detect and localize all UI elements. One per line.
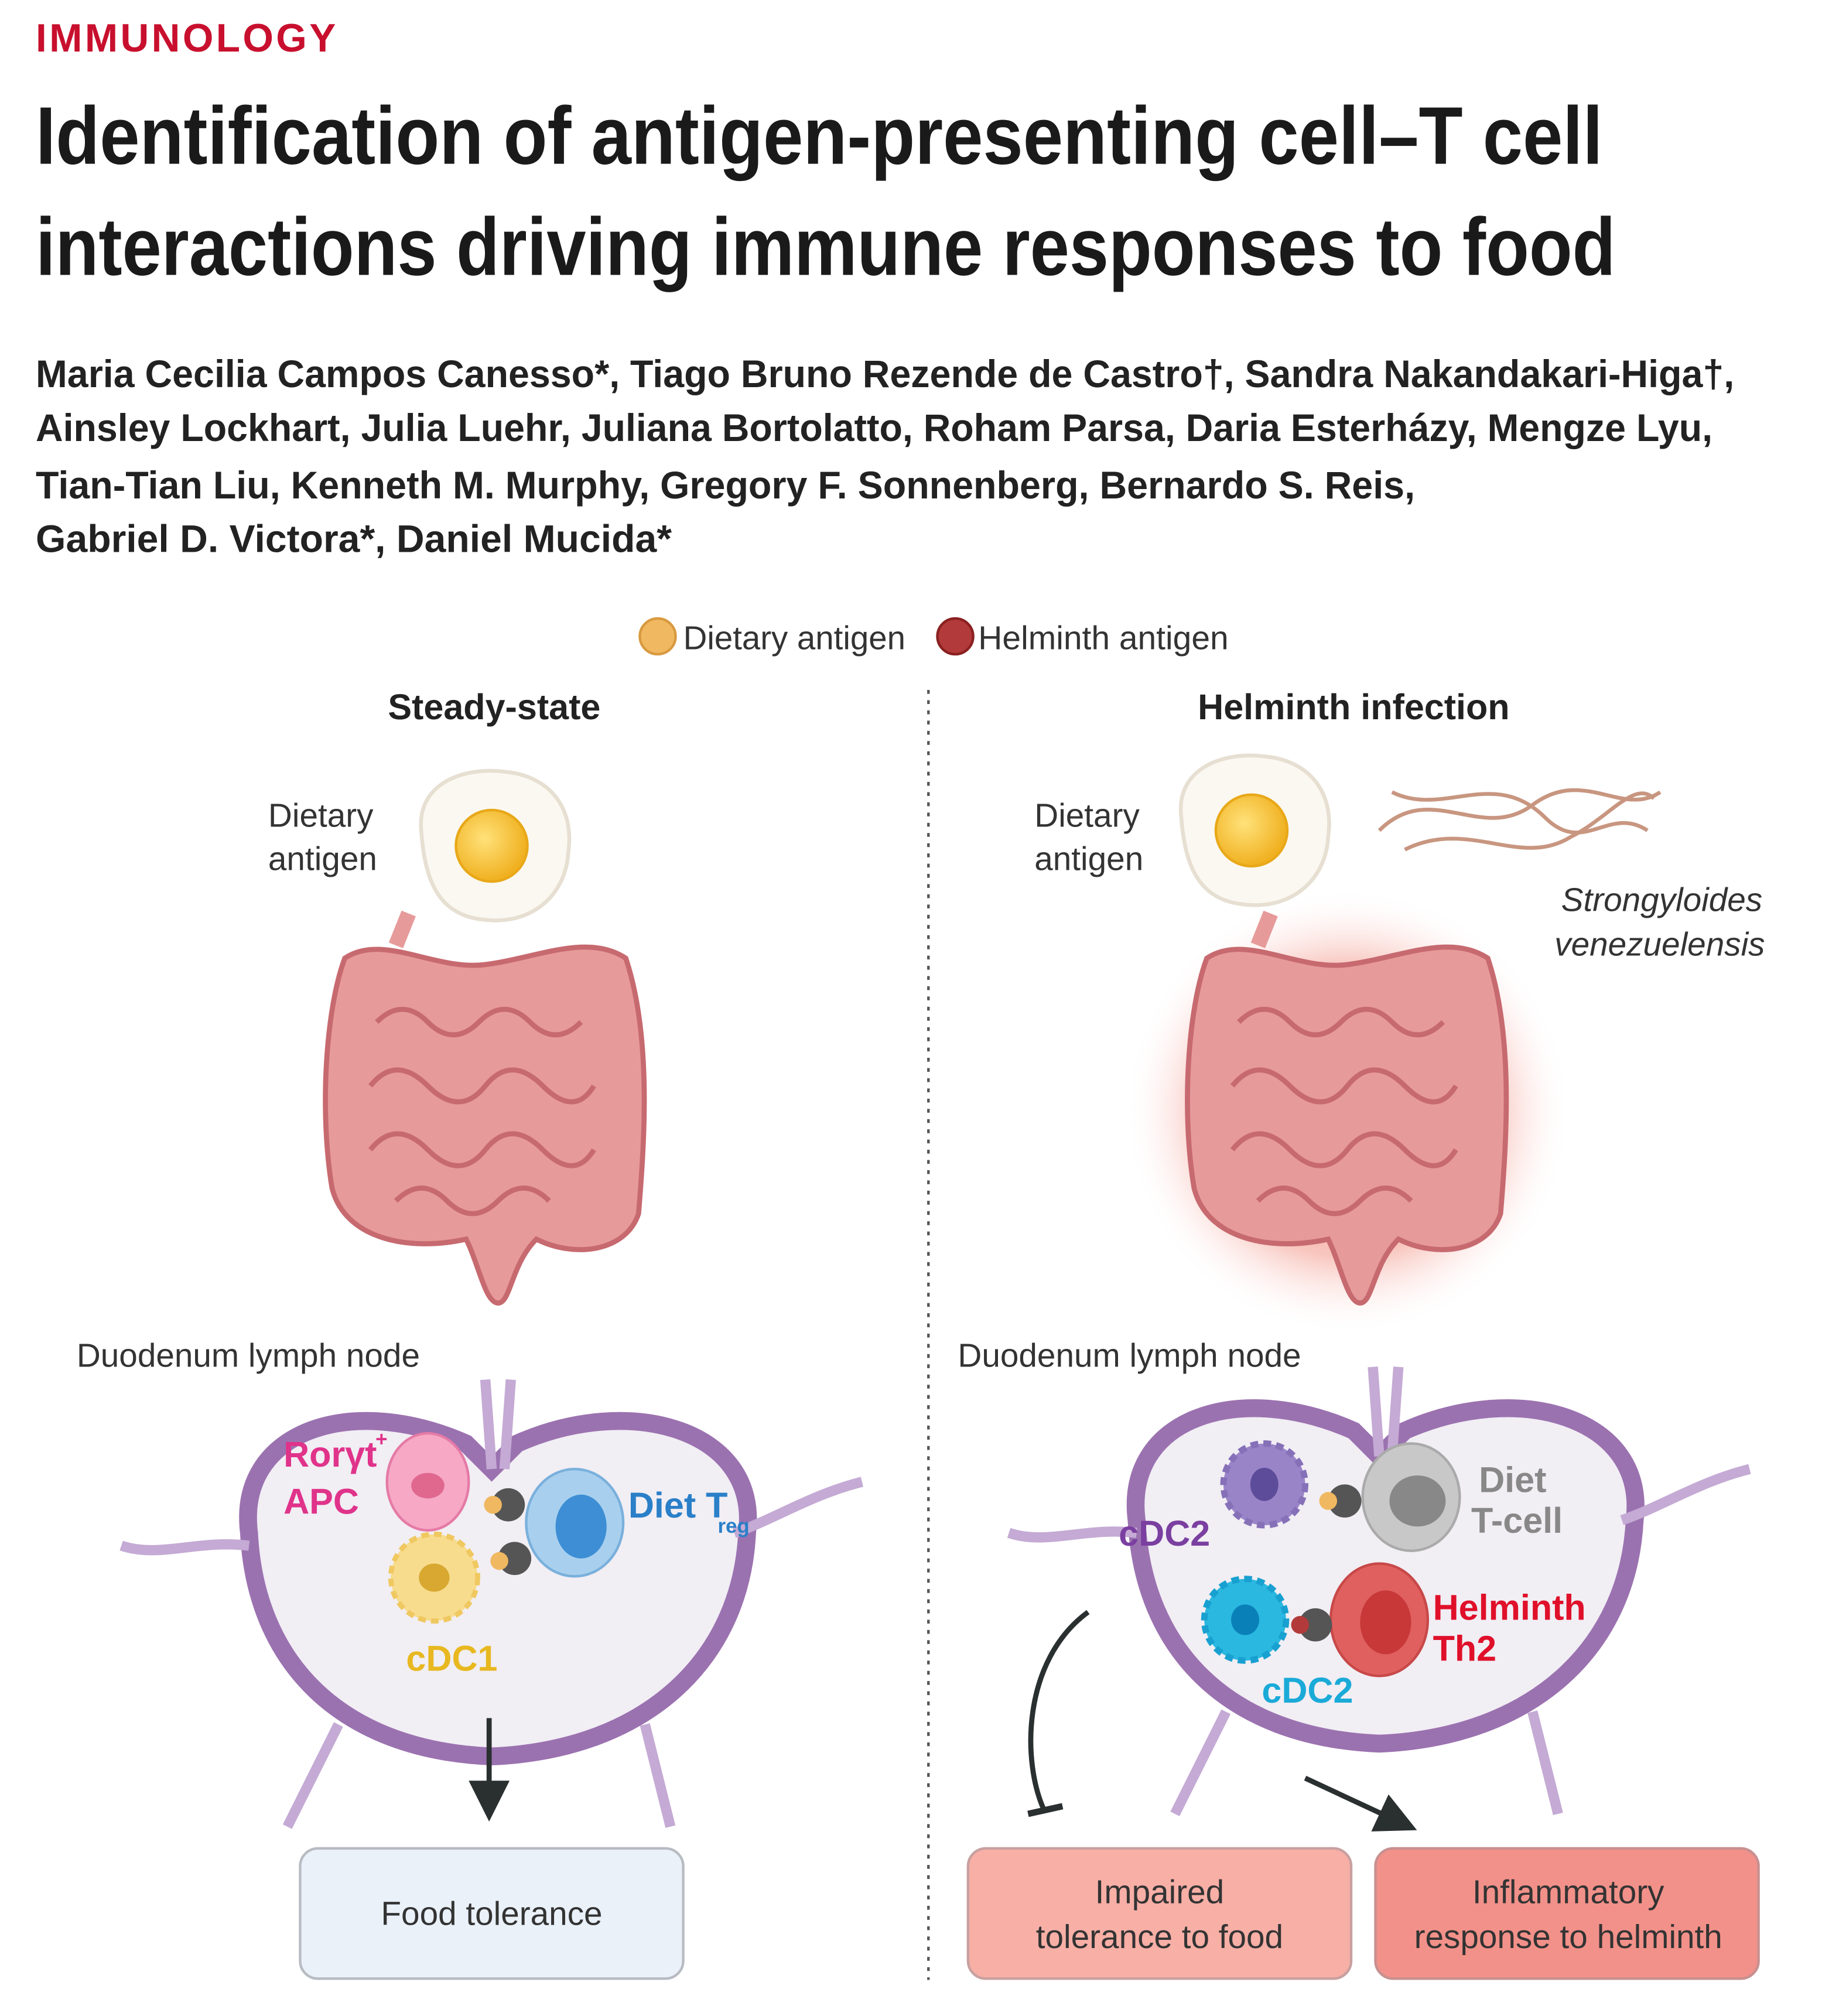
th2-label-1: Helminth	[1433, 1587, 1586, 1627]
cdc2-label-b: cDC2	[1262, 1670, 1353, 1710]
title-line-1: Identification of antigen-presenting cel…	[36, 90, 1603, 182]
apc-label-2: APC	[283, 1482, 359, 1522]
helminth-heading: Helminth infection	[1198, 687, 1509, 727]
t-cell-nucleus	[1389, 1475, 1446, 1527]
dietary-antigen-dot-icon	[638, 617, 677, 656]
legend-dietary: Dietary antigen	[683, 620, 905, 657]
species-label-2: venezuelensis	[1554, 927, 1765, 963]
antigen-dot	[1319, 1492, 1338, 1510]
cdc2-label-a: cDC2	[1119, 1513, 1210, 1553]
th2-label-2: Th2	[1433, 1628, 1497, 1668]
cdc2-nucleus	[1250, 1468, 1279, 1501]
inflammatory-label-1: Inflammatory	[1472, 1874, 1664, 1911]
cdc1-label: cDC1	[406, 1639, 497, 1679]
inhibition-bar	[1027, 1803, 1064, 1817]
food-tolerance-label: Food tolerance	[381, 1896, 602, 1933]
tcr-icon	[1328, 1484, 1362, 1518]
arrow-icon	[1304, 1775, 1417, 1832]
inflammatory-response-box	[1374, 1847, 1760, 1980]
th2-nucleus	[1360, 1590, 1411, 1655]
tcr-icon	[1298, 1608, 1332, 1642]
intestine-icon	[326, 914, 644, 1303]
egg-icon	[1181, 756, 1329, 906]
legend-helminth: Helminth antigen	[978, 620, 1228, 657]
cdc1-nucleus	[419, 1563, 450, 1592]
impaired-tolerance-box	[966, 1847, 1353, 1980]
helminth-antigen-dot-icon	[936, 617, 975, 656]
helminth-antigen-label-1: Dietary	[1034, 797, 1140, 834]
worm-icon	[1377, 788, 1662, 852]
apc-label-sup: +	[375, 1428, 387, 1451]
apc-nucleus	[411, 1472, 445, 1499]
title-line-2: interactions driving immune responses to…	[36, 201, 1615, 292]
antigen-dot	[490, 1552, 508, 1570]
steady-antigen-label-2: antigen	[268, 841, 377, 878]
food-tolerance-box	[299, 1847, 685, 1980]
apc-label-1: Rorγt	[283, 1434, 377, 1474]
diet-t-label-2: T-cell	[1471, 1501, 1563, 1540]
cdc2-nucleus	[1231, 1604, 1260, 1635]
steady-heading: Steady-state	[388, 687, 600, 727]
egg-icon	[421, 771, 569, 921]
authors-line-3: Tian-Tian Liu, Kenneth M. Murphy, Gregor…	[36, 464, 1415, 507]
inflammatory-label-2: response to helminth	[1414, 1919, 1722, 1956]
authors-line-2: Ainsley Lockhart, Julia Luehr, Juliana B…	[36, 406, 1712, 449]
antigen-dot	[1291, 1615, 1310, 1634]
treg-label: Diet T	[628, 1485, 728, 1525]
inhibition-arrow-icon	[1028, 1610, 1090, 1813]
antigen-dot	[484, 1495, 502, 1514]
treg-nucleus	[555, 1494, 607, 1559]
tcr-icon	[498, 1542, 532, 1576]
diet-t-label-1: Diet	[1479, 1460, 1546, 1499]
impaired-label-1: Impaired	[1095, 1874, 1225, 1911]
authors-line-4: Gabriel D. Victora*, Daniel Mucida*	[36, 518, 672, 561]
tcr-icon	[491, 1488, 525, 1522]
helminth-antigen-label-2: antigen	[1034, 841, 1143, 878]
authors-line-1: Maria Cecilia Campos Canesso*, Tiago Bru…	[36, 353, 1734, 395]
steady-node-label: Duodenum lymph node	[77, 1338, 420, 1375]
helminth-node-label: Duodenum lymph node	[958, 1338, 1301, 1375]
species-label-1: Strongyloides	[1561, 881, 1762, 918]
treg-label-sub: reg	[717, 1515, 749, 1537]
steady-antigen-label-1: Dietary	[268, 797, 374, 834]
section-label: IMMUNOLOGY	[36, 16, 339, 60]
impaired-label-2: tolerance to food	[1036, 1919, 1283, 1956]
